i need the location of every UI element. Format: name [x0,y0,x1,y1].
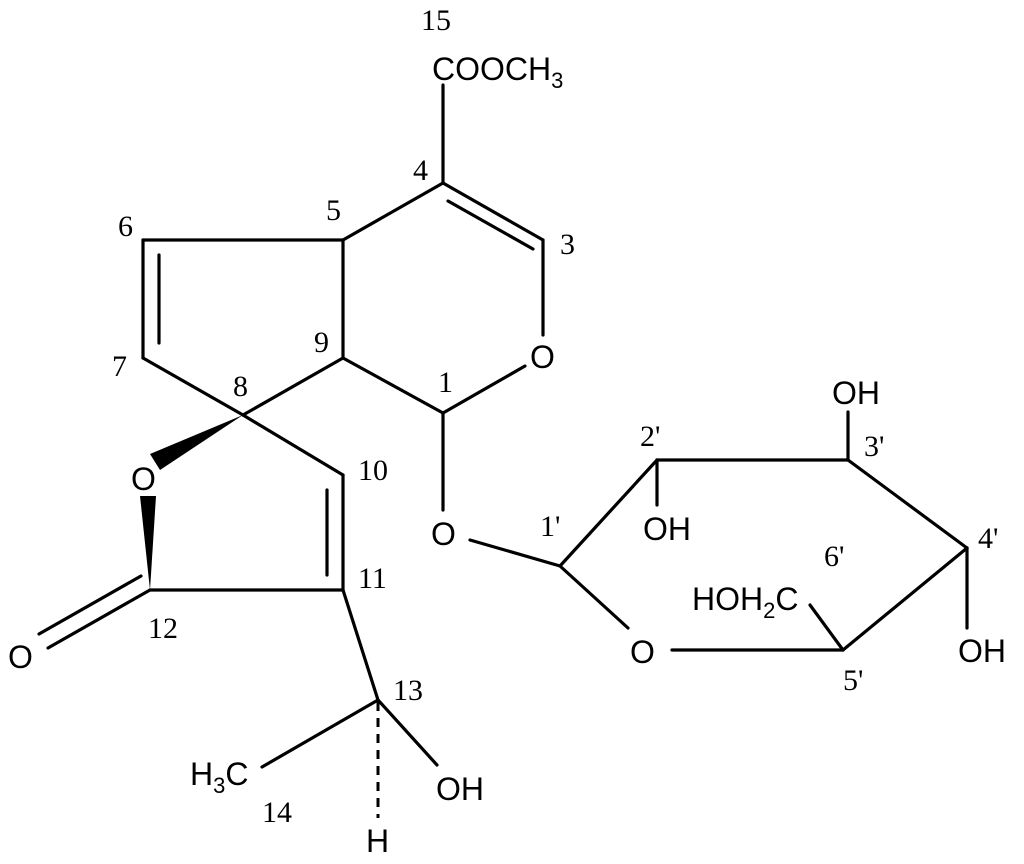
bond-c5p-c6p [808,603,845,652]
locant-15: 15 [421,4,451,37]
locant-3prime: 3' [864,430,884,463]
locant-7: 7 [112,350,127,383]
bond-c13-oh [376,698,439,767]
wedge-bond-c8-o [150,415,243,470]
bond-c4-c5 [341,181,445,242]
locant-6: 6 [118,210,133,243]
bond-c7-c8 [141,356,245,417]
bond-c8-c10 [241,413,345,477]
lactone-oxygen-label: O [131,461,156,497]
pyran-oxygen-label: O [530,339,555,375]
locant-6prime: 6' [824,540,844,573]
bond-c8-c9 [241,356,345,417]
locant-4prime: 4' [978,522,998,555]
bond-c13-c14 [260,698,380,769]
methyl-14-label: H3C [190,756,248,798]
locant-9: 9 [314,326,329,359]
locant-2prime: 2' [640,420,660,453]
bond-c3p-c4p [846,458,969,550]
sugar-ring-oxygen-label: O [630,634,655,670]
locant-4: 4 [413,154,428,187]
bond-c12-o-double [37,574,143,636]
wedge-bond-o-c12 [140,496,156,590]
ester-group-label: COOCH3 [432,51,563,93]
bond-c1-c9 [341,356,445,415]
bond-c1p-c2p [558,458,659,568]
locant-labels: 15 4 5 3 6 7 9 1 8 10 11 12 13 14 1' 2' … [112,4,998,829]
locant-8: 8 [233,370,248,403]
locant-5prime: 5' [843,664,863,697]
hydroxymethyl-label: HOH2C [692,581,798,623]
atom-labels: COOCH3 O O O O O OH OH OH HOH2C OH H H3C [8,51,1006,859]
hydroxyl-3prime-label: OH [832,375,880,411]
bond-c12-o [46,588,152,650]
hydrogen-13-label: H [366,823,389,859]
bond-c4-c3-double [446,199,535,251]
bonds [37,83,969,769]
locant-11: 11 [358,562,387,595]
bond-c4-c3 [441,181,545,242]
hydroxyl-4prime-label: OH [958,633,1006,669]
locant-3: 3 [560,228,575,261]
hydroxyl-2prime-label: OH [643,511,691,547]
bond-c11-c13 [341,588,380,702]
locant-5: 5 [326,194,341,227]
locant-14: 14 [262,796,292,829]
bond-o-c1p [558,564,630,630]
bond-oglyc-c1p [468,538,562,568]
carbonyl-oxygen-label: O [8,639,33,675]
glycosidic-oxygen-label: O [431,516,456,552]
locant-10: 10 [358,454,388,487]
hydroxyl-13-label: OH [436,771,484,807]
locant-12: 12 [148,612,178,645]
locant-13: 13 [393,674,423,707]
bond-o-c1 [441,364,527,415]
bond-c4p-c5p [841,546,969,652]
locant-1prime: 1' [540,510,560,543]
locant-1: 1 [438,366,453,399]
